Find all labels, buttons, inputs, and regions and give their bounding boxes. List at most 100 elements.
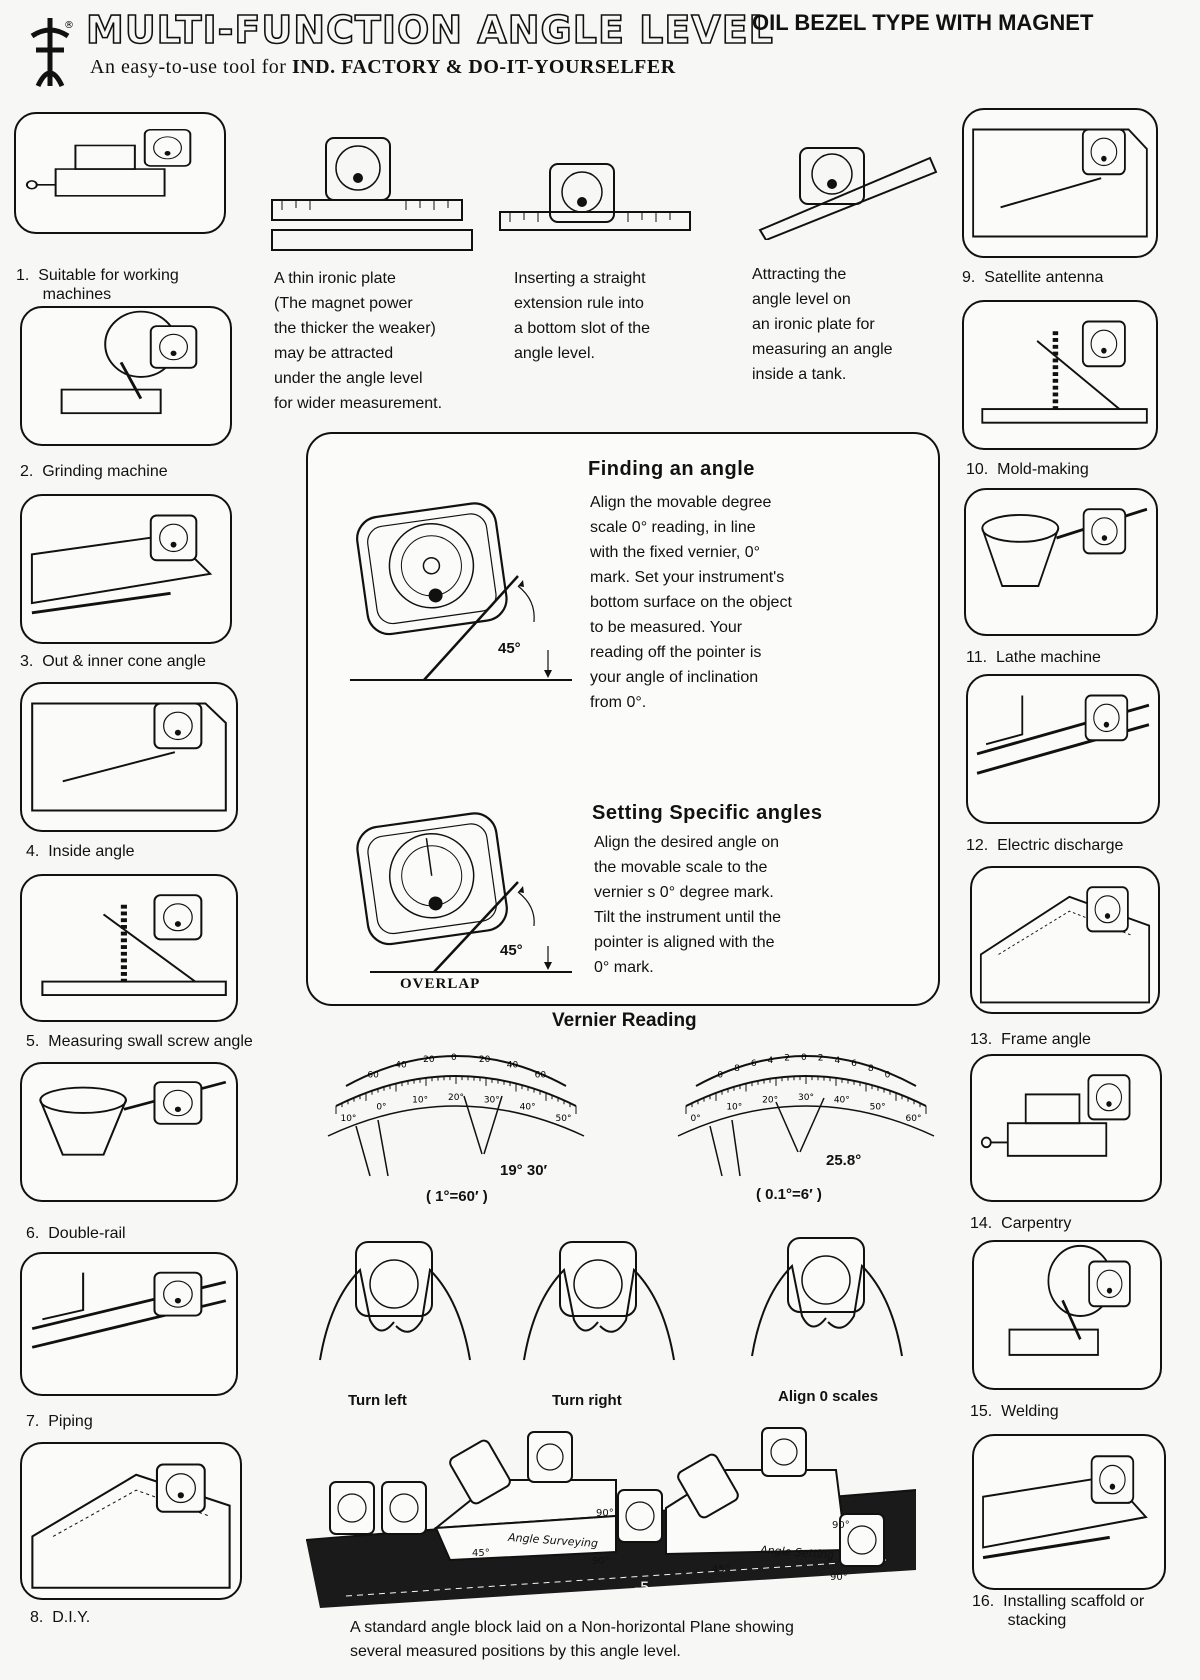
vernier-top-tick-label: 6 <box>851 1059 857 1069</box>
application-sketch <box>980 1074 1131 1157</box>
turn-left-label: Turn left <box>348 1392 407 1409</box>
vernier-bottom-tick-label: 40° <box>834 1095 850 1105</box>
application-sketch <box>25 128 192 197</box>
vernier-top-tick-label: 0 <box>885 1070 891 1080</box>
vernier-top-tick-label: 8 <box>734 1064 740 1074</box>
application-sketch <box>41 894 227 996</box>
vernier-top-tick-label: 0 <box>451 1053 457 1063</box>
right-application-label: 15. Welding <box>970 1403 1059 1420</box>
vernier-top-tick-label: 2 <box>818 1054 824 1064</box>
vernier-reading-title: Vernier Reading <box>552 1010 697 1031</box>
right-application-thumbnail <box>972 1240 1162 1390</box>
vernier-top-tick-label: 6 <box>751 1059 757 1069</box>
vernier-top-tick-label: 4 <box>834 1056 840 1066</box>
overlap-label: OVERLAP <box>400 976 481 992</box>
right-application-thumbnail <box>962 300 1158 450</box>
vernier-top-tick-label: 60 <box>367 1070 379 1080</box>
right-application-thumbnail <box>966 674 1160 824</box>
turn-right-label: Turn right <box>552 1392 622 1409</box>
vernier-bottom-tick-label: 60° <box>906 1114 922 1124</box>
application-sketch <box>60 310 198 415</box>
left-application-thumbnail <box>14 112 226 234</box>
page-title: MULTI-FUNCTION ANGLE LEVEL <box>85 7 774 53</box>
vernier-top-tick-label: 4 <box>768 1056 774 1066</box>
vernier-bottom-tick-label: 10° <box>340 1114 356 1124</box>
right-application-thumbnail <box>964 488 1158 636</box>
left-application-label: 8. D.I.Y. <box>30 1609 91 1626</box>
vernier-top-tick-label: 20 <box>479 1055 491 1065</box>
vernier-bottom-tick-label: 30° <box>798 1093 814 1103</box>
vernier-bottom-tick-label: 20° <box>448 1093 464 1103</box>
right-application-label: 12. Electric discharge <box>966 837 1124 854</box>
angle-block-caption: A standard angle block laid on a Non-hor… <box>350 1619 794 1660</box>
method-desc-thin-plate: A thin ironic plate (The magnet power th… <box>274 270 443 412</box>
left-application-thumbnail <box>20 682 238 832</box>
thin-plate-illustration <box>271 137 473 251</box>
angle-block-illustration <box>306 1427 917 1608</box>
left-application-thumbnail <box>20 1442 242 1600</box>
vernier-top-tick-label: 20 <box>423 1055 435 1065</box>
vernier-bottom-tick-label: 50° <box>870 1102 886 1112</box>
vernier-bottom-tick-label: 0° <box>690 1114 700 1124</box>
vernier-bottom-tick-label: 30° <box>484 1095 500 1105</box>
vernier-top-tick-label: 40 <box>507 1061 519 1071</box>
vernier-bottom-tick-label: 40° <box>520 1102 536 1112</box>
right-application-thumbnail <box>970 866 1160 1014</box>
left-application-thumbnail <box>20 494 232 644</box>
left-application-thumbnail <box>20 306 232 446</box>
vernier-right-reading: 25.8° <box>826 1152 862 1169</box>
finding-angle-diagram <box>350 502 572 681</box>
angle-block-45-a: 45° <box>472 1548 490 1559</box>
method-desc-ironic-plate: Attracting the angle level on an ironic … <box>752 266 893 383</box>
vernier-top-tick-label: 60 <box>535 1070 547 1080</box>
application-sketch <box>981 320 1148 424</box>
vernier-right-unit: ( 0.1°=6′ ) <box>756 1186 822 1203</box>
setting-angles-title: Setting Specific angles <box>592 802 823 824</box>
align-zero-hands-illustration <box>751 1237 903 1357</box>
right-application-thumbnail <box>972 1434 1166 1590</box>
angle-block-90-a: 90° <box>596 1508 614 1519</box>
left-application-label: 6. Double-rail <box>26 1225 126 1242</box>
align-zero-label: Align 0 scales <box>778 1388 879 1405</box>
application-sketch <box>30 514 213 615</box>
turn-left-hands-illustration <box>319 1241 471 1361</box>
left-application-thumbnail <box>20 1062 238 1202</box>
left-application-label: 5. Measuring swall screw angle <box>26 1033 253 1050</box>
left-application-label: 4. Inside angle <box>26 843 135 860</box>
application-sketch <box>1008 1244 1131 1356</box>
turn-right-hands-illustration <box>523 1241 675 1361</box>
slope-label: -5 <box>634 1578 650 1597</box>
finding-angle-text: Align the movable degree scale 0° readin… <box>590 494 792 711</box>
angle-block-90-b: 90° <box>592 1556 610 1567</box>
finding-angle-title: Finding an angle <box>588 458 755 480</box>
vernier-bottom-tick-label: 0° <box>376 1102 386 1112</box>
vernier-top-tick-label: 40 <box>395 1061 407 1071</box>
vernier-left-unit: ( 1°=60′ ) <box>426 1188 488 1205</box>
tagline: An easy-to-use tool for IND. FACTORY & D… <box>90 56 676 79</box>
instructions-panel <box>306 432 940 1006</box>
tagline-prefix: An easy-to-use tool for <box>90 56 292 78</box>
application-sketch <box>31 1463 231 1589</box>
application-sketch <box>981 507 1148 587</box>
angle-block-90-c: 90° <box>832 1520 850 1531</box>
setting-angles-text: Align the desired angle on the movable s… <box>594 834 782 976</box>
right-application-label: 11. Lathe machine <box>966 649 1101 666</box>
method-desc-extension-rule: Inserting a straight extension rule into… <box>514 270 651 362</box>
left-application-label: 7. Piping <box>26 1413 93 1430</box>
vernier-bottom-tick-label: 20° <box>762 1095 778 1105</box>
vernier-top-tick-label: 2 <box>784 1054 790 1064</box>
registered-mark: ® <box>64 20 74 31</box>
vernier-left-reading: 19° 30′ <box>500 1162 548 1179</box>
page-subtitle: OIL BEZEL TYPE WITH MAGNET <box>752 10 1094 35</box>
vernier-top-tick-label: 0 <box>717 1070 723 1080</box>
right-application-thumbnail <box>970 1054 1162 1202</box>
right-application-label: 16. Installing scaffold or stacking <box>972 1593 1145 1629</box>
ironic-plate-tank-illustration <box>758 147 938 240</box>
vernier-top-tick-label: 0 <box>801 1053 807 1063</box>
tagline-bold: IND. FACTORY & DO-IT-YOURSELFER <box>291 56 676 78</box>
right-application-label: 9. Satellite antenna <box>962 269 1104 286</box>
right-application-thumbnail <box>962 108 1158 258</box>
left-application-label: 3. Out & inner cone angle <box>20 653 206 670</box>
